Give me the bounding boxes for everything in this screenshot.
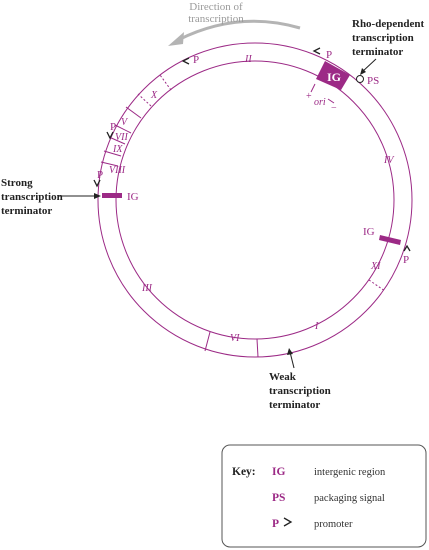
boundary-x-left (159, 74, 172, 91)
promoter-chevron (312, 47, 321, 55)
ori-arrow-right (327, 98, 335, 104)
weak-terminator: Weak transcription terminator (269, 348, 331, 411)
gene-viii-label: VIII (109, 165, 126, 176)
gene-boundaries (100, 74, 386, 358)
key-row-promoter: P promoter (272, 517, 353, 530)
rho-label-line3: terminator (352, 46, 403, 58)
ig-bar-left (102, 193, 122, 198)
promoter-chevron (93, 179, 101, 188)
genome-rings (97, 42, 413, 358)
strong-terminator: Strong transcription terminator (1, 177, 101, 217)
ig-bar-right (379, 235, 401, 245)
gene-x-label: X (150, 90, 158, 101)
rho-pointer-head (360, 68, 366, 75)
key-symbol-ig: IG (272, 466, 285, 478)
gene-labels: II X V VII IX VIII III VI I XI IV (109, 54, 395, 344)
weak-pointer-head (287, 348, 293, 355)
intergenic-regions: IG IG IG (102, 61, 401, 245)
boundary-iii-viii (100, 161, 119, 167)
strong-label-line1: Strong (1, 177, 33, 189)
gene-vi-label: VI (230, 333, 240, 344)
key-symbol-promoter: P (272, 518, 279, 530)
promoter-chevron (403, 244, 411, 252)
minus-strand-marker: − (331, 103, 337, 114)
promoter-label: P (403, 254, 409, 266)
ori-label: ori (314, 97, 326, 108)
weak-label-line2: transcription (269, 385, 331, 397)
key-promoter-chevron (283, 517, 293, 527)
key-title: Key: (232, 466, 256, 478)
ig-block-top (316, 61, 350, 90)
promoter-chevron (181, 57, 190, 65)
promoter-chevron (106, 131, 114, 140)
direction-label-line2: transcription (188, 13, 244, 25)
promoter-top-left: P (181, 54, 199, 66)
outer-ring (97, 42, 413, 358)
plus-strand-marker: + (306, 91, 312, 102)
gene-i-label: I (314, 321, 319, 332)
promoter-label: P (110, 121, 116, 133)
ig-right-label: IG (363, 226, 375, 238)
promoter-label: P (193, 54, 199, 66)
boundary-vi-right (256, 338, 259, 358)
key-symbol-ps: PS (272, 492, 285, 504)
gene-ix-label: IX (112, 144, 123, 155)
boundary-vii-v (114, 124, 132, 134)
origin-markers: ori + − (306, 83, 337, 114)
key-row-ig: IG intergenic region (272, 466, 386, 478)
direction-arrow (177, 19, 301, 42)
promoters: P P P P P (93, 47, 411, 266)
rho-dependent-terminator: Rho-dependent transcription terminator (352, 18, 424, 75)
rho-label-line2: transcription (352, 32, 414, 44)
promoter-label: P (326, 49, 332, 61)
packaging-signal-circle (356, 75, 364, 83)
strong-label-line2: transcription (1, 191, 63, 203)
key-box: Key: IG intergenic region PS packaging s… (221, 444, 427, 548)
direction-arrowhead (168, 32, 184, 46)
boundary-x-ii (137, 93, 152, 107)
packaging-signal-label: PS (367, 75, 379, 87)
ori-arrow-left (310, 83, 316, 93)
boundary-ix-vii (108, 136, 126, 145)
promoter-left-2: P (93, 169, 103, 188)
weak-label-line1: Weak (269, 371, 297, 383)
direction-label-line1: Direction of (189, 1, 243, 13)
gene-ii-label: II (244, 54, 252, 65)
gene-iv-label: IV (383, 155, 395, 166)
promoter-right: P (403, 244, 411, 266)
boundary-vi-left (204, 331, 211, 352)
strong-label-line3: terminator (1, 205, 52, 217)
rho-pointer-line (361, 58, 377, 73)
promoter-left-1: P (106, 121, 116, 140)
promoter-top-right: P (312, 47, 332, 61)
key-text-ps: packaging signal (314, 493, 385, 504)
ig-left-label: IG (127, 191, 139, 203)
direction-of-transcription: Direction of transcription (168, 1, 301, 46)
rho-label-line1: Rho-dependent (352, 18, 424, 30)
weak-label-line3: terminator (269, 399, 320, 411)
key-text-promoter: promoter (314, 519, 353, 530)
inner-ring (115, 60, 395, 340)
gene-v-label: V (121, 117, 129, 128)
promoter-label: P (97, 169, 103, 181)
gene-vii-label: VII (115, 132, 128, 143)
packaging-signal: PS (356, 75, 379, 87)
boundary-viii-ix (103, 150, 122, 157)
key-border (221, 444, 427, 548)
key-text-ig: intergenic region (314, 467, 386, 478)
ig-block-top-label: IG (327, 70, 341, 84)
weak-pointer-line (289, 351, 295, 369)
key-row-ps: PS packaging signal (272, 492, 385, 504)
boundary-xi-i (368, 279, 386, 292)
boundary-v-x (125, 106, 142, 119)
gene-iii-label: III (141, 283, 153, 294)
strong-pointer-head (94, 193, 101, 199)
gene-xi-label: XI (370, 261, 381, 272)
